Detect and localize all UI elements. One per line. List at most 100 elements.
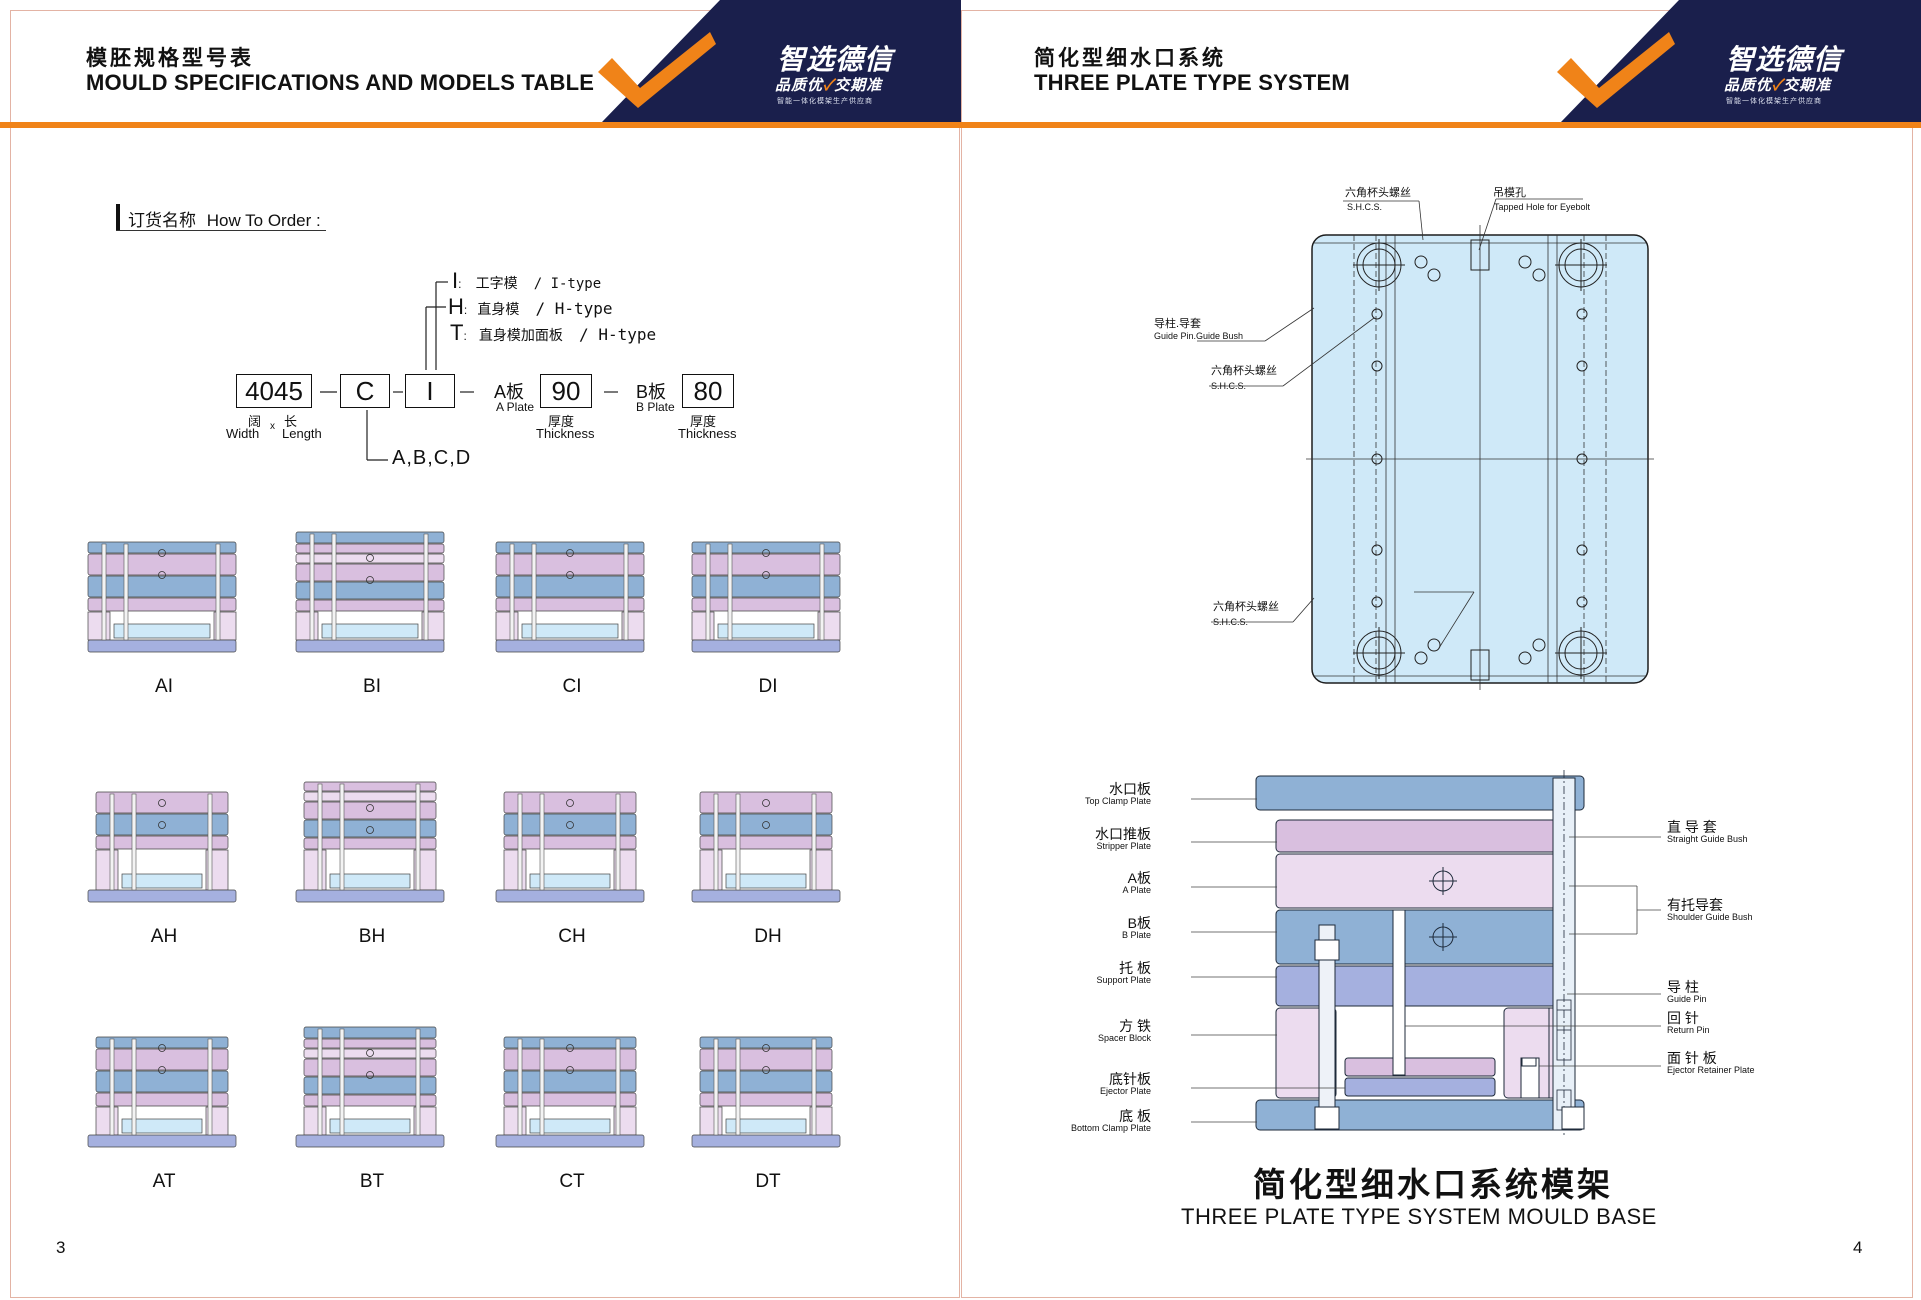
left-brand-tagline: 智能一体化模架生产供应商: [777, 98, 873, 105]
length-cn: 长: [284, 414, 298, 429]
order-title-bar: [116, 204, 120, 230]
b-thick-cn: 厚度: [690, 414, 717, 429]
mould-thumb-ci: [495, 541, 645, 653]
section-label-left-cn: B板: [1127, 915, 1151, 931]
mould-thumb-label: AT: [152, 1171, 176, 1192]
plan-callout-shcs-mid-cn: 六角杯头螺丝: [1211, 365, 1277, 377]
right-brand-slogan: 品质优✓交期准: [1724, 74, 1831, 95]
checkmark-icon: [598, 32, 716, 108]
drawing-caption-cn: 简化型细水口系统模架: [1253, 1166, 1613, 1203]
section-label-left-en: Support Plate: [1096, 975, 1151, 985]
slogan-check-icon: ✓: [1772, 77, 1784, 94]
section-label-left-en: Bottom Clamp Plate: [1070, 1123, 1151, 1133]
mould-thumb-label: CH: [558, 926, 586, 947]
section-label-left-en: B Plate: [1121, 930, 1151, 940]
slogan-b: 交期准: [834, 77, 883, 94]
mould-thumb-label: DH: [754, 926, 782, 947]
type-h-sep: :: [463, 303, 468, 317]
mould-thumb-label: AH: [150, 926, 178, 947]
code-series-box: C: [340, 374, 390, 408]
right-brand-name: 智选德信: [1726, 44, 1843, 75]
b-plate-label: B板: [636, 382, 667, 402]
section-label-right-cn: 面 针 板: [1667, 1050, 1717, 1066]
mould-thumb-bh: [295, 781, 445, 903]
section-label-left-en: Top Clamp Plate: [1084, 796, 1151, 806]
left-header-title-en: MOULD SPECIFICATIONS AND MODELS TABLE: [86, 70, 595, 95]
mould-thumb-label: BT: [359, 1171, 385, 1192]
a-thick-en: Thickness: [536, 426, 595, 441]
mould-thumb-label: DI: [758, 676, 778, 697]
b-plate-value-box: 80: [682, 374, 734, 408]
a-thick-cn: 厚度: [548, 414, 575, 429]
plan-view-drawing: [1197, 198, 1654, 690]
mould-thumb-label: BH: [358, 926, 386, 947]
drawing-caption-en: THREE PLATE TYPE SYSTEM MOULD BASE: [1181, 1204, 1657, 1229]
section-label-right-cn: 直 导 套: [1667, 819, 1717, 835]
a-plate-label: A板: [494, 382, 525, 402]
section-label-left-cn: A板: [1127, 870, 1151, 886]
section-label-left-en: Spacer Block: [1097, 1033, 1151, 1043]
mould-thumb-label: CT: [559, 1171, 585, 1192]
size-x: x: [270, 421, 275, 432]
mould-thumb-label: DT: [755, 1171, 781, 1192]
plan-callout-shcs-mid-en: S.H.C.S.: [1211, 381, 1247, 391]
type-i-code: I: [452, 268, 459, 293]
mould-thumb-dt: [691, 1036, 841, 1148]
section-label-right-cn: 有托导套: [1667, 897, 1723, 913]
plan-callout-shcs-top-cn: 六角杯头螺丝: [1345, 187, 1411, 199]
b-plate-sub: B Plate: [636, 400, 675, 414]
mould-thumb-ct: [495, 1036, 645, 1148]
mould-thumb-ai: [87, 541, 237, 653]
right-header-title-en: THREE PLATE TYPE SYSTEM: [1034, 70, 1350, 95]
mould-thumb-di: [691, 541, 841, 653]
mould-thumb-label: AI: [155, 676, 173, 697]
section-label-right-en: Ejector Retainer Plate: [1667, 1065, 1755, 1075]
width-en: Width: [226, 426, 260, 441]
slogan-b: 交期准: [1783, 77, 1832, 94]
plan-callout-eyebolt-cn: 吊模孔: [1493, 187, 1526, 199]
left-brand-banner: [598, 0, 961, 122]
code-size-box: 4045: [236, 374, 312, 408]
series-options: A,B,C,D: [392, 447, 472, 469]
section-label-left-cn: 托 板: [1119, 960, 1151, 976]
mould-thumb-ah: [87, 791, 237, 903]
left-brand-slogan: 品质优✓交期准: [775, 74, 882, 95]
section-label-right-en: Shoulder Guide Bush: [1667, 912, 1753, 922]
mould-thumb-bi: [295, 531, 445, 653]
width-cn: 阔: [248, 414, 262, 429]
order-title-underline: [116, 230, 326, 231]
plan-callout-guide-cn: 导柱.导套: [1154, 318, 1202, 330]
mould-thumb-at: [87, 1036, 237, 1148]
right-header-rule: [961, 122, 1921, 128]
right-page-number: 4: [1853, 1238, 1863, 1257]
left-header-rule: [0, 122, 961, 128]
section-label-left-en: Ejector Plate: [1099, 1086, 1151, 1096]
type-i-en: / I-type: [533, 276, 602, 292]
code-type-box: I: [405, 374, 455, 408]
type-h: H: 直身模 / H-type: [448, 294, 613, 320]
section-label-left-cn: 方 铁: [1119, 1018, 1151, 1034]
section-label-right-en: Return Pin: [1667, 1025, 1710, 1035]
plan-callout-shcs-top-en: S.H.C.S.: [1347, 202, 1383, 212]
section-label-left-en: A Plate: [1122, 885, 1151, 895]
right-brand-banner: [1557, 0, 1921, 122]
type-t-code: T: [450, 320, 464, 345]
left-brand-name: 智选德信: [777, 44, 894, 75]
mould-thumb-label: CI: [562, 676, 582, 697]
plan-callout-shcs-bottom-cn: 六角杯头螺丝: [1213, 601, 1279, 613]
section-label-left-cn: 水口推板: [1095, 826, 1151, 842]
left-header-title-cn: 模胚规格型号表: [86, 47, 254, 70]
order-title-en: How To Order :: [206, 211, 321, 230]
slogan-a: 品质优: [775, 77, 824, 94]
type-t-sep: :: [463, 329, 467, 343]
left-page-number: 3: [56, 1238, 66, 1257]
type-i: I: 工字模 / I-type: [452, 268, 601, 294]
checkmark-icon: [1557, 32, 1675, 108]
section-label-left-cn: 水口板: [1109, 781, 1151, 797]
mould-thumb-ch: [495, 791, 645, 903]
type-t: T: 直身模加面板 / H-type: [450, 320, 656, 346]
mould-thumb-dh: [691, 791, 841, 903]
type-i-sep: :: [458, 277, 462, 291]
section-label-left-cn: 底针板: [1109, 1071, 1151, 1087]
section-label-right-cn: 导 柱: [1667, 979, 1699, 995]
